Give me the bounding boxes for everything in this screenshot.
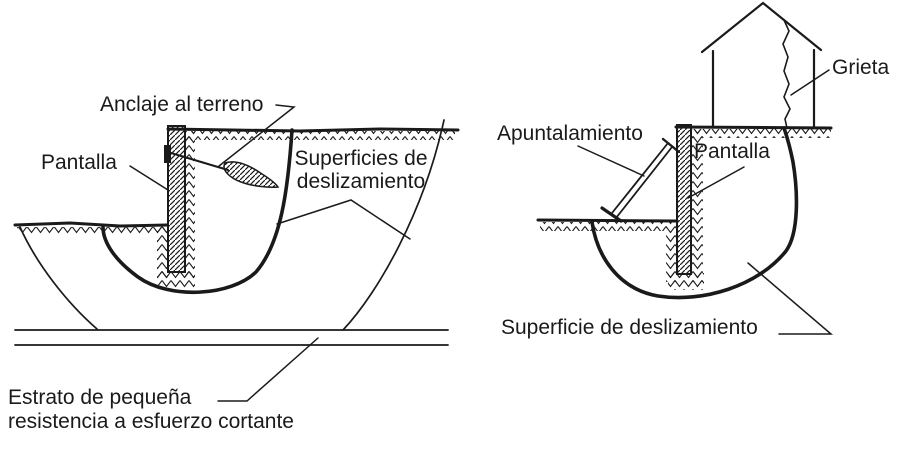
lower-ground-line <box>13 221 169 228</box>
wall-soil-strip-right <box>185 131 195 279</box>
wall-soil-patch-bottom-fig2 <box>668 273 704 290</box>
shoring-label: Apuntalamiento <box>497 122 643 145</box>
slip-surface-curve-right <box>590 126 799 300</box>
weak-stratum-label-line1: Estrato de pequeña <box>8 386 192 409</box>
inner-slip-surface-curve <box>101 128 294 294</box>
weak-stratum-leader-line <box>217 337 319 402</box>
crack-leader-line <box>790 69 830 96</box>
slip-surfaces-label-line2: deslizamiento <box>296 170 426 193</box>
slip-surfaces-label: Superficies de deslizamiento <box>287 147 435 193</box>
lower-ground-hatch <box>17 227 165 235</box>
slip-surfaces-label-line1: Superficies de <box>294 147 428 170</box>
strut-wall-cap <box>661 137 681 154</box>
anchor-label: Anclaje al terreno <box>100 93 264 116</box>
crack-label: Grieta <box>832 56 890 79</box>
right-figure-shored-wall <box>536 1 834 335</box>
strut-footing-pad <box>600 206 623 223</box>
strut-line-lower <box>615 146 673 219</box>
slip-surfaces-leader-line <box>276 199 411 240</box>
anchor-leader-line <box>218 104 296 167</box>
upper-ground-line <box>166 127 460 133</box>
upper-ground-hatch-right <box>692 129 831 138</box>
shoring-leader-line <box>577 145 645 177</box>
wall-label-left: Pantalla <box>41 151 117 174</box>
house-roof <box>700 1 823 54</box>
wall-leader-line-right <box>687 166 745 199</box>
anchor-rod <box>170 152 229 171</box>
anchor-head <box>164 145 171 163</box>
wall-soil-strip-right-fig2 <box>691 130 703 282</box>
strut-line-upper <box>611 142 669 214</box>
wall-soil-patch-bottom <box>158 271 195 288</box>
outer-slip-surface-right-curve <box>342 119 445 331</box>
wall-label-right: Pantalla <box>694 140 770 163</box>
slip-surface-leader-line-right <box>747 262 834 335</box>
weak-stratum-label-line2: resistencia a esfuerzo cortante <box>8 410 294 433</box>
left-figure-anchored-wall <box>13 104 460 402</box>
weak-stratum-label: Estrato de pequeña resistencia a esfuerz… <box>8 386 294 434</box>
outer-slip-surface-left-curve <box>19 226 98 330</box>
diaphragm-wall <box>167 125 186 273</box>
wall-soil-strip-left <box>157 226 168 279</box>
anchor-grout-bulb <box>223 161 280 188</box>
wall-leader-line-left <box>129 165 169 191</box>
wall-soil-strip-left-fig2 <box>666 222 677 282</box>
upper-ground-hatch <box>186 131 455 140</box>
lower-ground-hatch-right <box>540 222 667 231</box>
upper-ground-line-right <box>674 125 833 130</box>
crack-line <box>782 19 791 129</box>
slip-surface-label-right: Superficie de deslizamiento <box>501 316 758 339</box>
diaphragm-wall-right <box>676 124 692 275</box>
lower-ground-line-right <box>536 218 679 223</box>
